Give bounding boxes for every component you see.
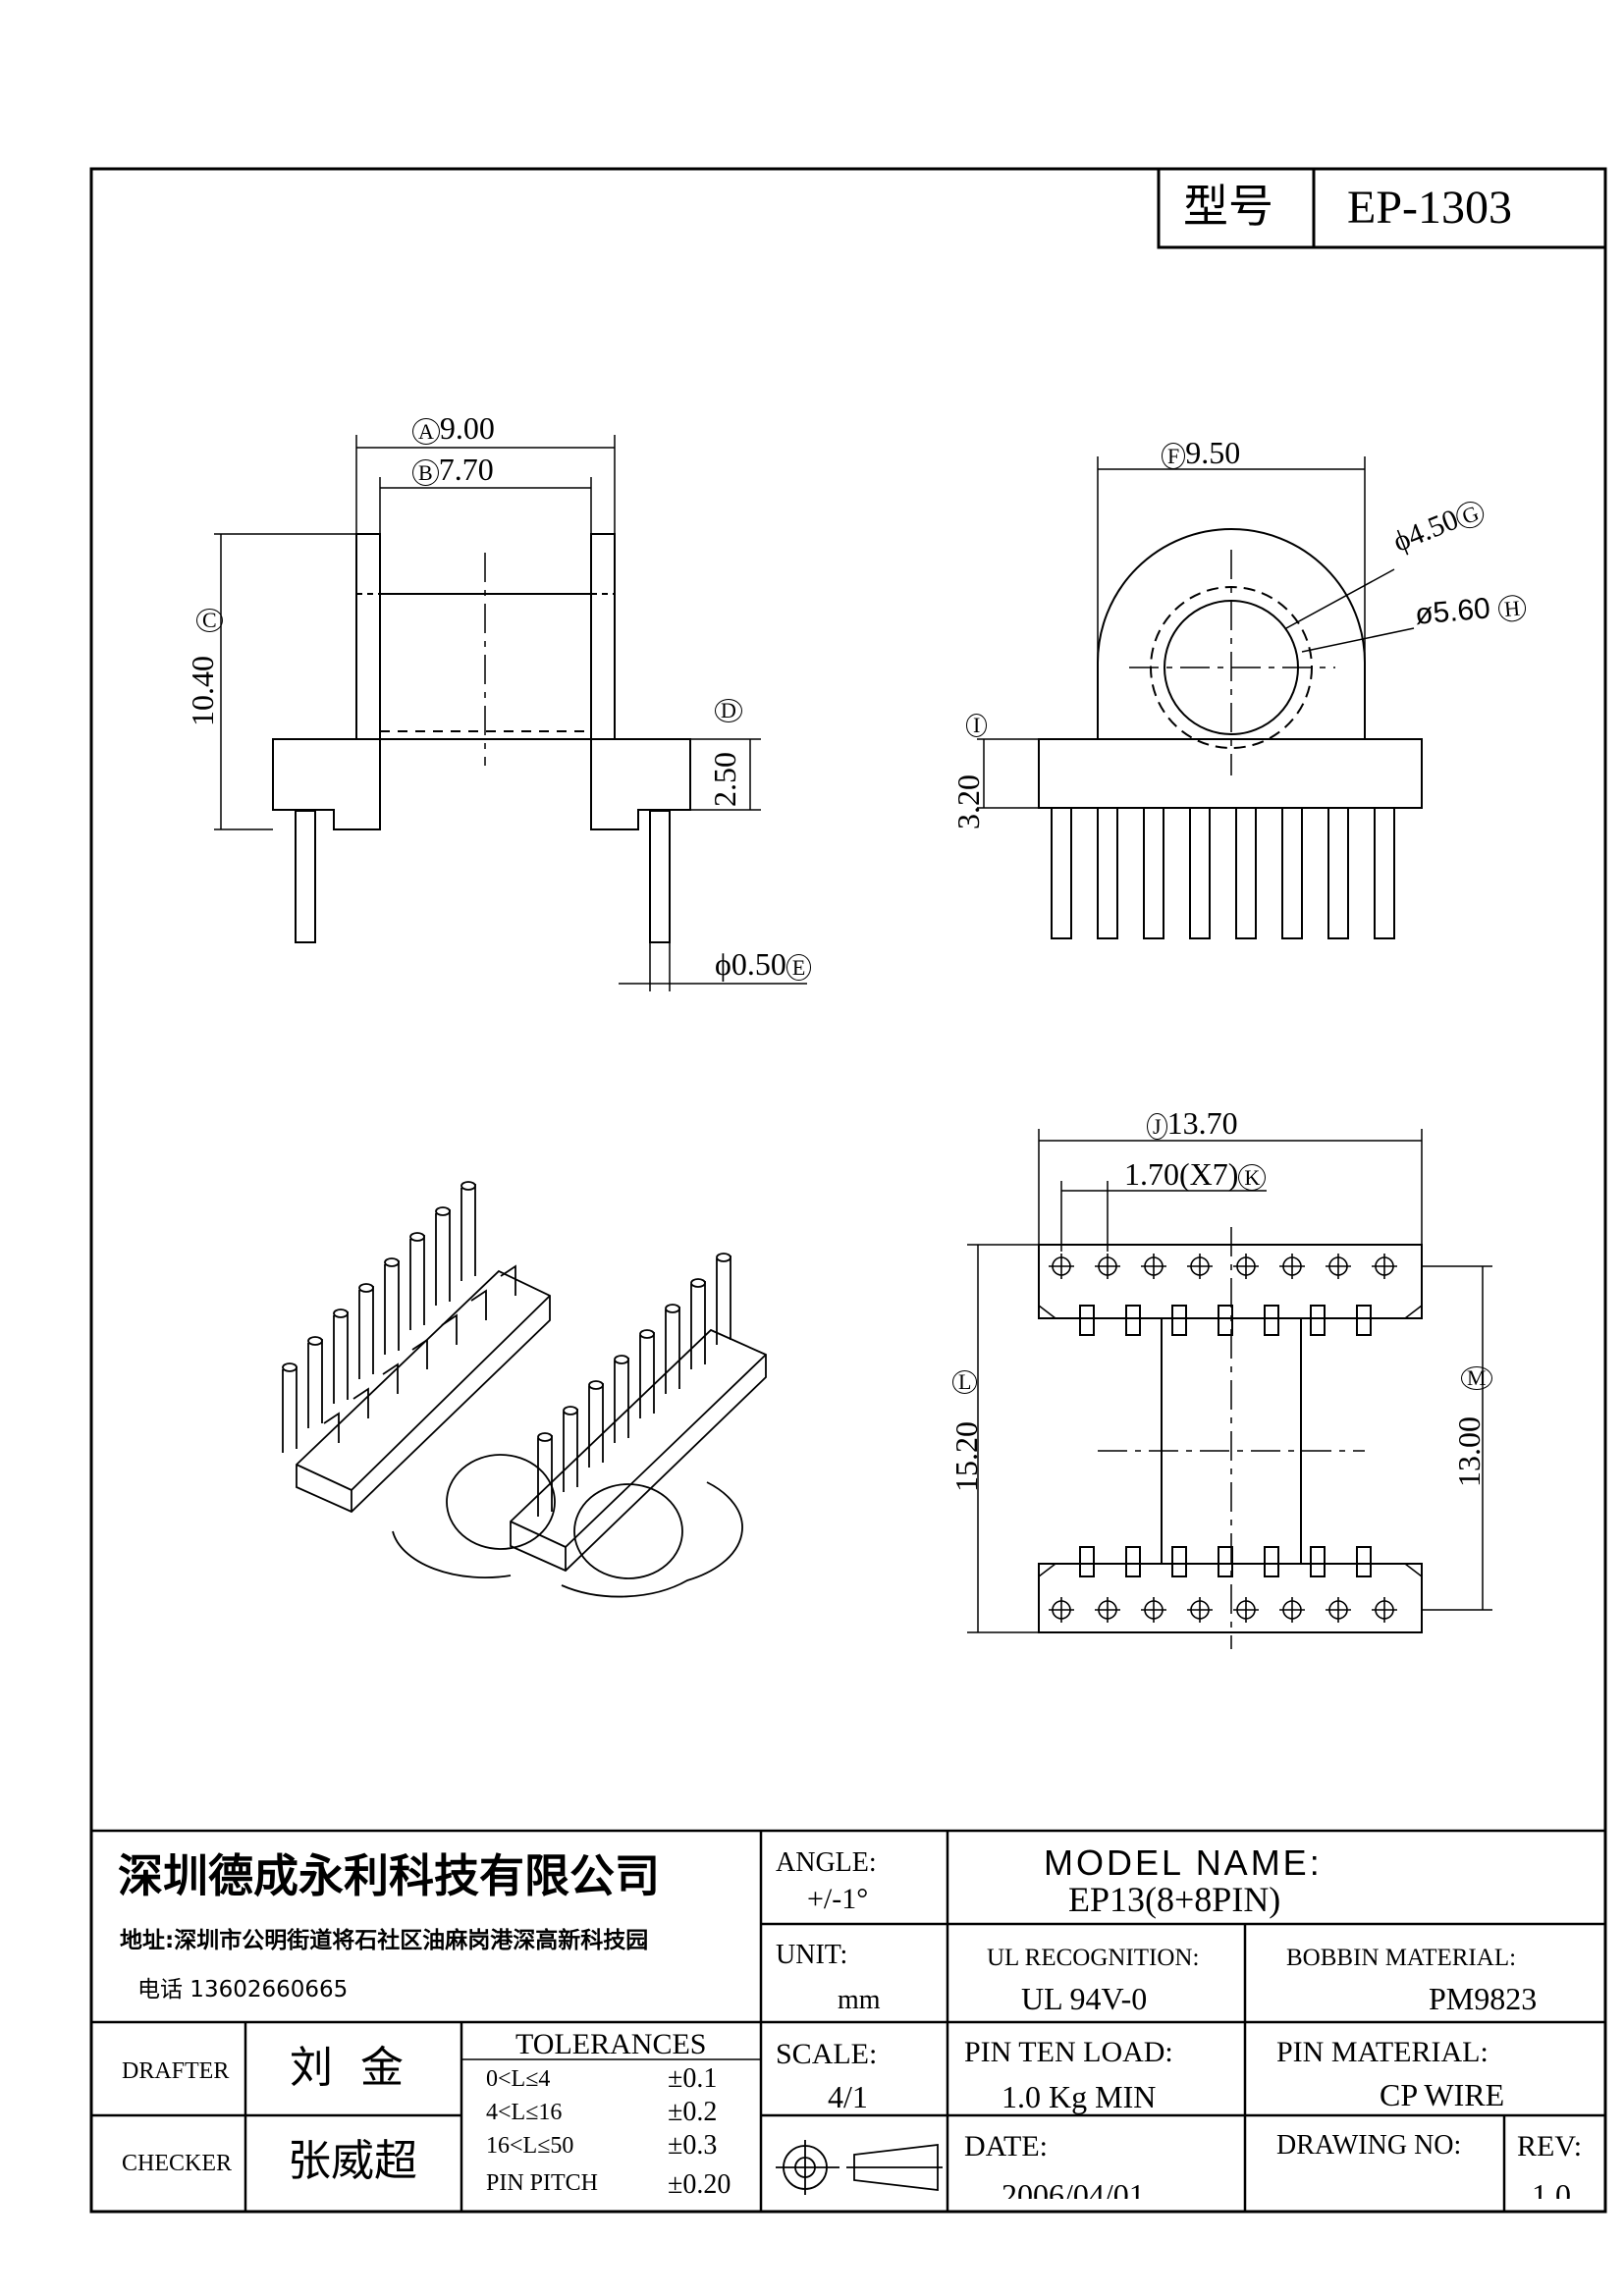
bobbin-material-label: BOBBIN MATERIAL: — [1286, 1945, 1517, 1971]
pin-holes-bottom — [1049, 1597, 1397, 1623]
pin-material-value: CP WIRE — [1380, 2077, 1505, 2112]
dim-m-circle: M — [1461, 1366, 1492, 1390]
scale-label: SCALE: — [776, 2038, 878, 2070]
rev-label: REV: — [1517, 2130, 1583, 2163]
date-value: 2006/04/01 — [1001, 2177, 1145, 2213]
tol-range: 16<L≤50 — [486, 2133, 574, 2159]
dim-m: 13.00 — [1451, 1416, 1487, 1487]
tol-value: ±0.3 — [668, 2130, 718, 2161]
dim-l: 15.20 — [948, 1421, 984, 1492]
dim-i: 3.20 — [950, 774, 986, 829]
tol-range: 0<L≤4 — [486, 2066, 551, 2092]
pin-ten-load-label: PIN TEN LOAD: — [964, 2036, 1173, 2068]
drafter-name: 刘 金 — [290, 2043, 404, 2093]
company-address: 地址:深圳市公明街道将石社区油麻岗港深高新科技园 — [120, 1928, 649, 1953]
tolerances-title: TOLERANCES — [515, 2028, 707, 2060]
bobbin-material-value: PM9823 — [1429, 1981, 1538, 2016]
model-title-box — [1157, 167, 1607, 249]
iso-pins-right — [537, 1253, 731, 1517]
dim-k: 1.70(X7)K — [1124, 1158, 1267, 1191]
tol-range: 4<L≤16 — [486, 2100, 563, 2125]
model-name-value: EP13(8+8PIN) — [1068, 1880, 1281, 1919]
ul-value: UL 94V-0 — [1021, 1981, 1148, 2016]
dim-c-circle: C — [196, 609, 223, 632]
pin-ten-load-value: 1.0 Kg MIN — [1001, 2079, 1157, 2114]
side-view — [977, 456, 1423, 939]
projection-symbol — [776, 2140, 943, 2195]
unit-value: mm — [838, 1985, 881, 2015]
tol-value: ±0.2 — [668, 2097, 718, 2127]
date-label: DATE: — [964, 2130, 1048, 2163]
bottom-tabs-top — [1079, 1305, 1372, 1336]
side-pins — [1051, 807, 1395, 939]
drafter-label: DRAFTER — [122, 2058, 230, 2084]
rev-value: 1.0 — [1532, 2177, 1571, 2213]
ul-label: UL RECOGNITION: — [987, 1945, 1200, 1971]
drawing-no-label: DRAWING NO: — [1276, 2130, 1462, 2161]
angle-label: ANGLE: — [776, 1847, 877, 1878]
front-view — [214, 435, 807, 991]
scale-value: 4/1 — [828, 2079, 868, 2114]
sheet-border — [89, 167, 1607, 2214]
tol-value: ±0.20 — [668, 2169, 731, 2200]
model-label: 型号 — [1183, 180, 1273, 233]
dim-c: 10.40 — [185, 656, 220, 726]
model-name-label: MODEL NAME: — [1044, 1842, 1323, 1883]
model-number: EP-1303 — [1347, 182, 1512, 234]
iso-pins-left — [282, 1181, 476, 1453]
bottom-view — [967, 1129, 1492, 1649]
tol-range: PIN PITCH — [486, 2170, 599, 2196]
angle-value: +/-1° — [807, 1883, 869, 1915]
company-name: 深圳德成永利科技有限公司 — [118, 1849, 660, 1902]
unit-label: UNIT: — [776, 1940, 848, 1970]
isometric-view — [282, 1181, 767, 1598]
bottom-tabs-bottom — [1079, 1546, 1372, 1577]
company-phone: 电话 13602660665 — [137, 1977, 349, 2002]
pin-holes-top — [1049, 1254, 1397, 1279]
title-block-grid — [91, 1829, 1605, 2212]
dim-d: 2.50 — [707, 752, 742, 807]
tol-value: ±0.1 — [668, 2063, 718, 2094]
pin-material-label: PIN MATERIAL: — [1276, 2036, 1489, 2068]
dim-l-circle: L — [952, 1370, 978, 1394]
checker-name: 张威超 — [288, 2136, 417, 2186]
dim-i-circle: I — [966, 714, 988, 737]
checker-label: CHECKER — [122, 2151, 233, 2176]
dim-d-circle: D — [715, 699, 742, 722]
